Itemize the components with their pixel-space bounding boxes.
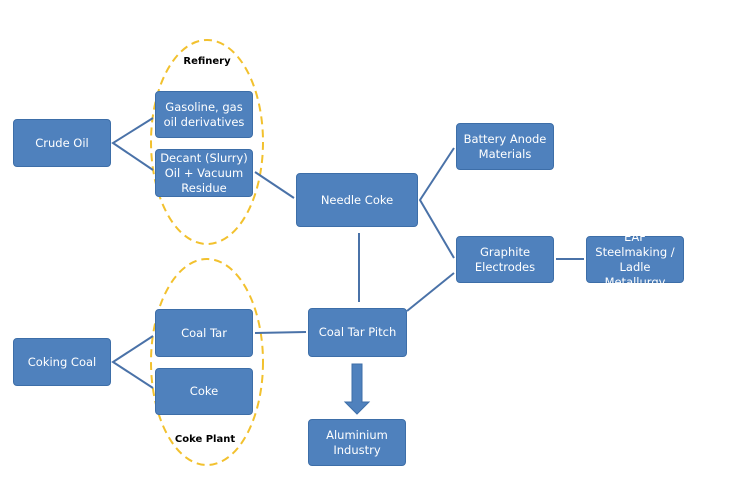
node-coal-tar: Coal Tar xyxy=(155,309,253,357)
node-crude-oil: Crude Oil xyxy=(13,119,111,167)
node-graphite-electrodes: Graphite Electrodes xyxy=(456,236,554,283)
node-coal-tar-pitch: Coal Tar Pitch xyxy=(308,308,407,357)
edge-coal-tar-pitch-graphite xyxy=(406,272,455,312)
coke-plant-group-outline xyxy=(150,258,264,466)
edge-needle-coke-branches xyxy=(418,147,455,259)
arrow-down-icon xyxy=(343,363,371,415)
node-needle-coke: Needle Coke xyxy=(296,173,418,227)
edge-coal-tar-coal-tar-pitch xyxy=(254,331,307,334)
node-decant-oil: Decant (Slurry) Oil + Vacuum Residue xyxy=(155,149,253,197)
node-eaf-steelmaking: EAF Steelmaking / Ladle Metallurgy xyxy=(586,230,684,289)
edge-crude-oil-branches xyxy=(111,117,154,171)
node-aluminium-industry: Aluminium Industry xyxy=(308,419,406,466)
edge-decant-needle-coke xyxy=(254,171,295,199)
node-battery-anode: Battery Anode Materials xyxy=(456,123,554,170)
edge-coking-coal-branches xyxy=(111,335,154,389)
node-gasoline: Gasoline, gas oil derivatives xyxy=(155,91,253,138)
refinery-label: Refinery xyxy=(183,56,231,67)
node-coking-coal: Coking Coal xyxy=(13,338,111,386)
coke-plant-label: Coke Plant xyxy=(174,434,236,445)
refinery-group-outline xyxy=(150,39,264,245)
node-coke: Coke xyxy=(155,368,253,415)
